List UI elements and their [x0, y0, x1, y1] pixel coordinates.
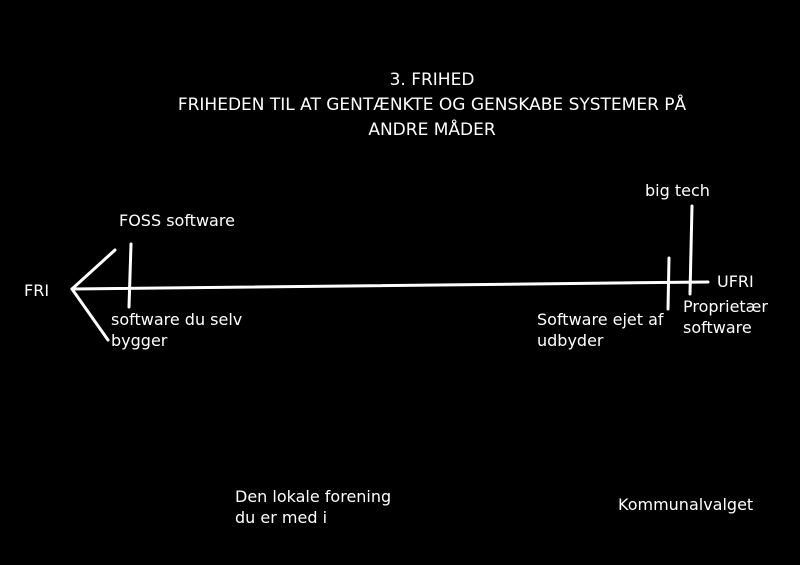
label-local-line-1: Den lokale forening [235, 487, 392, 506]
label-foss-software: FOSS software [119, 211, 235, 230]
axis-label-ufri: UFRI [717, 272, 754, 291]
label-provider-owned-software: Software ejet af udbyder [537, 309, 664, 351]
axis-label-fri: FRI [24, 281, 50, 300]
page-title: 3. FRIHED FRIHEDEN TIL AT GENTÆNKTE OG G… [0, 68, 800, 143]
label-provider-line-2: udbyder [537, 331, 604, 350]
freedom-axis-line [70, 280, 710, 291]
label-proprietary-software: Proprietær software [683, 296, 768, 338]
label-proprietary-line-2: software [683, 318, 752, 337]
label-big-tech: big tech [645, 181, 710, 200]
title-line-2: FRIHEDEN TIL AT GENTÆNKTE OG GENSKABE SY… [177, 95, 687, 115]
label-municipal-election: Kommunalvalget [618, 495, 754, 514]
arrowhead-lower [70, 287, 110, 342]
label-self-built-software: software du selv bygger [111, 309, 242, 351]
label-self-built-line-2: bygger [111, 331, 168, 350]
label-provider-line-1: Software ejet af [537, 310, 664, 329]
tick-provider-software [666, 256, 671, 311]
label-proprietary-line-1: Proprietær [683, 297, 768, 316]
tick-big-tech [688, 204, 694, 296]
arrowhead-upper [70, 248, 117, 291]
label-local-line-2: du er med i [235, 508, 328, 527]
title-line-1: 3. FRIHED [389, 70, 475, 90]
label-self-built-line-1: software du selv [111, 310, 243, 329]
tick-foss-software [127, 242, 133, 309]
label-local-association: Den lokale forening du er med i [235, 486, 391, 528]
title-line-3: ANDRE MÅDER [368, 120, 496, 140]
